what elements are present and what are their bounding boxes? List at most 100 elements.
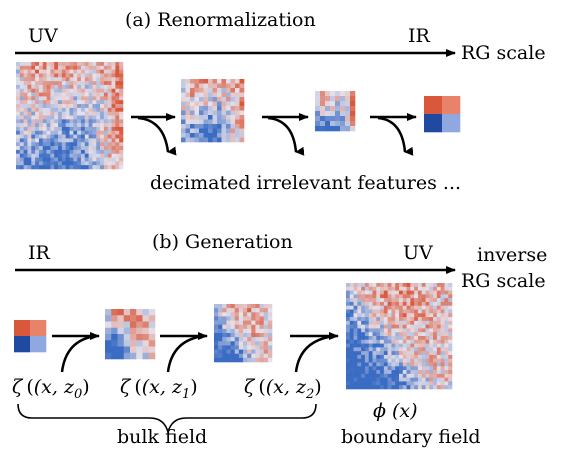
lattice-cell <box>107 104 112 109</box>
lattice-cell <box>402 362 407 367</box>
lattice-cell <box>414 385 419 390</box>
lattice-cell <box>19 77 24 82</box>
lattice-cell <box>391 301 396 307</box>
lattice-cell <box>84 65 89 70</box>
lattice-cell <box>391 339 396 344</box>
lattice-cell <box>19 84 24 90</box>
lattice-cell <box>100 100 105 105</box>
lattice-cell <box>92 146 97 151</box>
lattice-cell <box>19 165 24 170</box>
lattice-cell <box>353 332 358 337</box>
lattice-cell <box>103 119 109 124</box>
lattice-cell <box>353 320 358 325</box>
lattice-cell <box>235 124 240 129</box>
lattice-cell <box>230 349 236 355</box>
lattice-cell <box>267 316 273 321</box>
lattice-cell <box>199 83 204 89</box>
lattice-cell <box>368 366 373 371</box>
lattice-cell <box>429 347 434 352</box>
lattice-cell <box>436 305 441 310</box>
lattice-cell <box>58 123 63 128</box>
lattice-cell <box>16 107 21 112</box>
lattice-cell <box>35 134 40 139</box>
lattice-cell <box>357 328 362 333</box>
lattice-cell <box>410 351 415 356</box>
lattice-cell <box>357 332 362 337</box>
lattice-cell <box>444 290 449 295</box>
lattice-cell <box>243 320 248 326</box>
lattice-cell <box>226 333 231 338</box>
lattice-cell <box>391 354 396 360</box>
lattice-cell <box>399 336 404 341</box>
lattice-cell <box>103 62 109 67</box>
lattice-cell <box>27 146 32 151</box>
lattice-cell <box>361 286 366 291</box>
lattice-cell <box>320 121 326 127</box>
lattice-cell <box>346 347 351 352</box>
lattice-cell <box>119 92 124 97</box>
lattice-cell <box>235 79 240 84</box>
lattice-cell <box>383 286 388 291</box>
lattice-cell <box>417 336 423 341</box>
lattice-cell <box>119 134 124 139</box>
lattice-cell <box>425 301 430 307</box>
lattice-cell <box>42 92 47 97</box>
lattice-cell <box>107 77 112 82</box>
lattice-cell <box>35 146 40 151</box>
lattice-cell <box>406 385 411 390</box>
lattice-cell <box>46 100 51 105</box>
lattice-cell <box>73 146 78 151</box>
lattice-cell <box>46 149 51 155</box>
lattice-cell <box>221 119 227 125</box>
lattice-cell <box>103 130 109 135</box>
lattice-cell <box>88 84 93 90</box>
lattice-cell <box>73 69 78 74</box>
lattice-cell <box>364 328 370 333</box>
lattice-cell <box>217 79 222 84</box>
lattice-cell <box>77 107 82 112</box>
lattice-cell <box>19 142 24 147</box>
lattice-cell <box>251 345 256 350</box>
lattice-cell <box>436 298 441 303</box>
lattice-cell <box>107 165 112 170</box>
lattice-cell <box>267 353 273 359</box>
lattice-cell <box>238 328 244 334</box>
lattice-cell <box>16 65 21 70</box>
lattice-cell <box>42 165 47 170</box>
lattice-cell <box>58 73 63 78</box>
lattice-cell <box>27 134 32 139</box>
lattice-cell <box>383 373 388 378</box>
lattice-cell <box>214 333 219 338</box>
lattice-cell <box>234 333 240 338</box>
lattice-cell <box>119 142 124 147</box>
lattice-cell <box>406 286 411 291</box>
lattice-cell <box>440 351 445 356</box>
lattice-cell <box>73 100 78 105</box>
lattice-cell <box>69 142 74 147</box>
lattice-cell <box>230 341 236 346</box>
lattice-cell <box>368 328 373 333</box>
lattice-cell <box>16 123 21 128</box>
lattice-cell <box>23 161 28 166</box>
lattice-cell <box>395 320 400 325</box>
lattice-cell <box>399 332 404 337</box>
lattice-cell <box>123 346 131 354</box>
lattice-cell <box>421 385 426 390</box>
lattice-cell <box>357 313 362 318</box>
lattice-cell <box>353 313 358 318</box>
lattice-cell <box>349 301 354 307</box>
lattice-cell <box>58 115 63 120</box>
lattice-cell <box>340 126 346 132</box>
lattice-cell <box>259 349 265 355</box>
lattice-cell <box>387 381 392 386</box>
lattice-cell <box>361 373 366 378</box>
lattice-cell <box>23 65 28 70</box>
lattice-cell <box>80 115 86 120</box>
lattice-cell <box>243 345 248 350</box>
lattice-cell <box>364 385 370 390</box>
lattice-cell <box>111 104 116 109</box>
lattice-cell <box>130 346 137 354</box>
lattice-cell <box>226 320 231 326</box>
lattice-cell <box>105 334 112 341</box>
lattice-cell <box>429 385 434 390</box>
